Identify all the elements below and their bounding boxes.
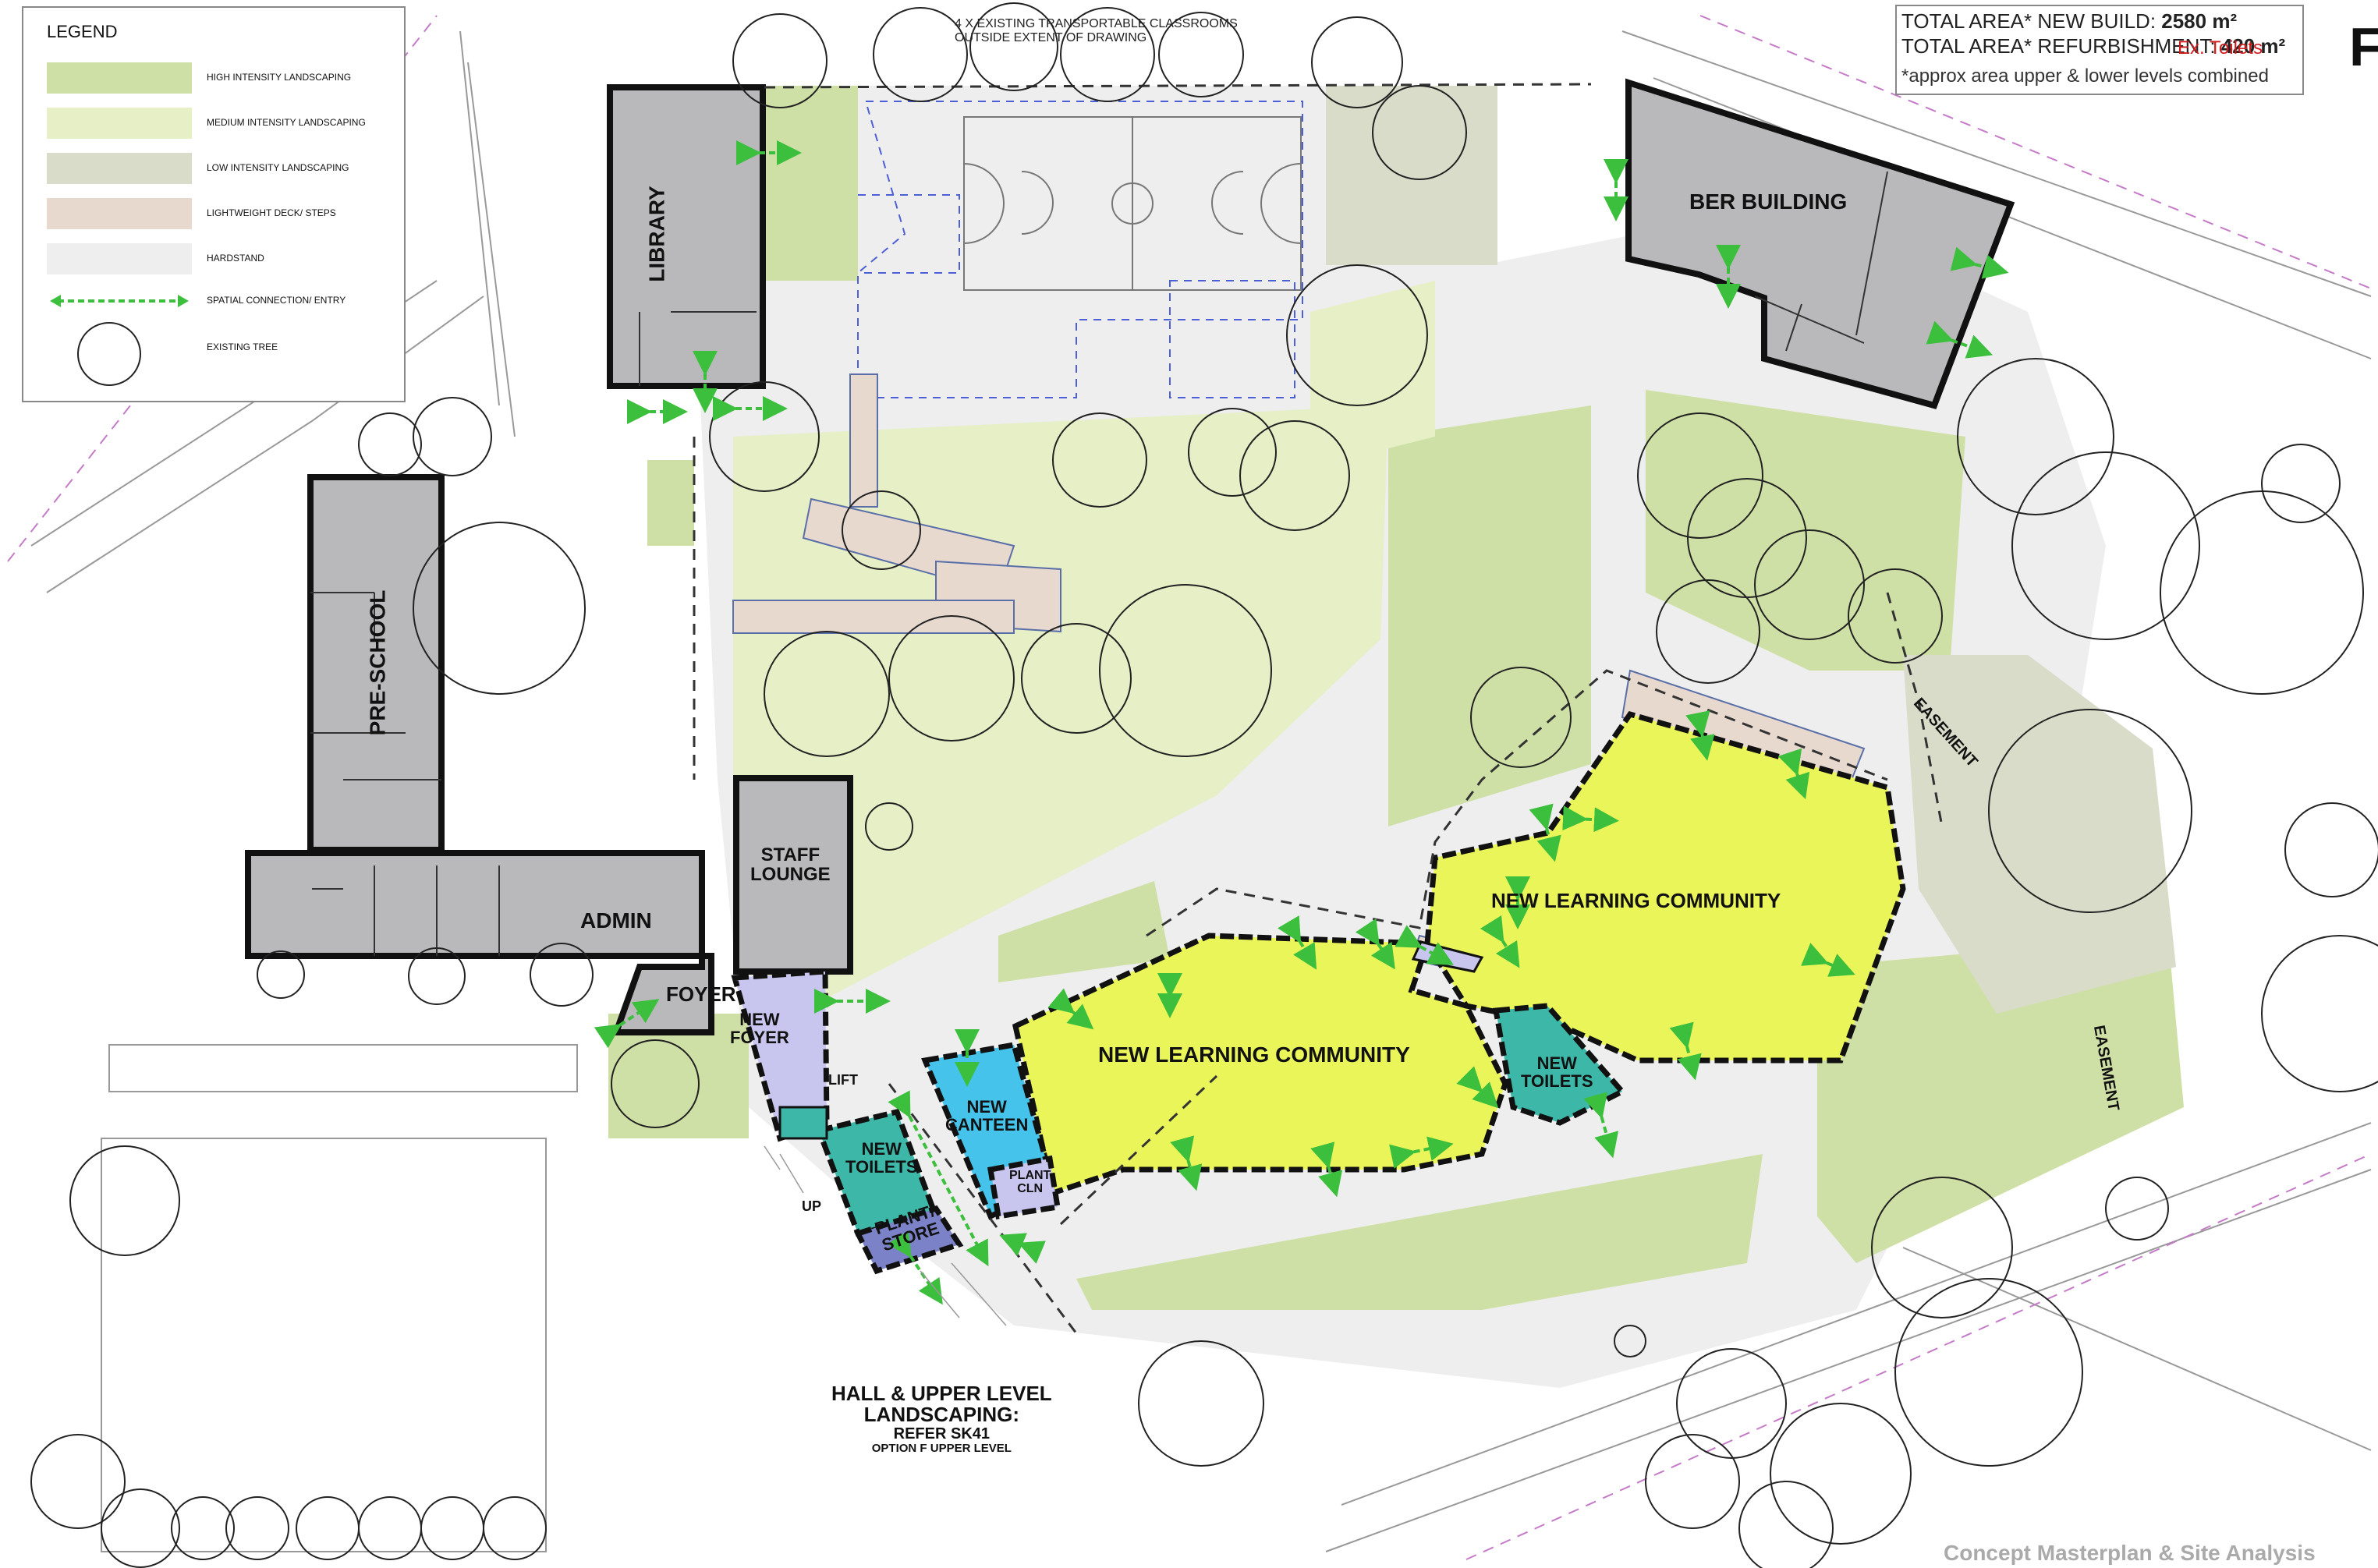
basketball-courts (963, 116, 1302, 291)
building-internal-walls (310, 171, 1888, 956)
area-line-new-build: TOTAL AREA* NEW BUILD: 2580 m² (1901, 9, 2238, 33)
legend-item-high-intensity: HIGH INTENSITY LANDSCAPING (47, 62, 390, 94)
legend-item-low-intensity: LOW INTENSITY LANDSCAPING (47, 153, 390, 184)
transportable-outlines (857, 101, 1303, 398)
ber-building (1625, 78, 2015, 409)
legend-title: LEGEND (47, 22, 118, 41)
label-pre-school: PRE-SCHOOL (365, 589, 390, 736)
label-admin: ADMIN (580, 908, 652, 933)
legend-label: EXISTING TREE (207, 342, 278, 352)
transportables-note: 4 X EXISTING TRANSPORTABLE CLASSROOMS OU… (955, 17, 1238, 44)
legend-swatch (47, 243, 192, 274)
area-line-refurbishment: TOTAL AREA* REFURBISHMENT: 420 m² (1901, 34, 2286, 58)
area-note: *approx area upper & lower levels combin… (1901, 65, 2269, 87)
legend-swatch (47, 153, 192, 184)
label-new-learning-community-east: NEW LEARNING COMMUNITY (1491, 889, 1781, 912)
spatial-connection-arrows (594, 140, 2009, 1305)
label-lift: LIFT (828, 1072, 858, 1088)
option-letter: F (2349, 16, 2378, 77)
area-overlap-text: Ex. Toilets (2178, 37, 2263, 58)
legend-label: LOW INTENSITY LANDSCAPING (207, 162, 349, 173)
stair-hatch (764, 1145, 1007, 1326)
legend-swatch (47, 108, 192, 139)
landscaping-areas (608, 86, 2184, 1310)
drawing-footer-title: Concept Masterplan & Site Analysis (1944, 1541, 2316, 1565)
tree-outline-icon (77, 322, 141, 386)
legend-item-hardstand: HARDSTAND (47, 243, 390, 274)
library-building (607, 84, 766, 389)
staff-lounge-building (733, 775, 853, 975)
label-hall-landscaping: HALL & UPPER LEVEL LANDSCAPING: REFER SK… (831, 1382, 1052, 1455)
label-ber-building: BER BUILDING (1689, 189, 1848, 214)
existing-trees (30, 2, 2378, 1568)
new-foyer (731, 968, 830, 1142)
legend-swatch (47, 198, 192, 229)
new-learning-community-east (1424, 710, 1906, 1064)
legend-item-medium-intensity: MEDIUM INTENSITY LANDSCAPING (47, 108, 390, 139)
legend-swatch (47, 62, 192, 94)
plant-cln (987, 1155, 1061, 1219)
legend-item-tree: EXISTING TREE (47, 320, 390, 390)
site-boundary-lines (30, 30, 2372, 1552)
legend-label: MEDIUM INTENSITY LANDSCAPING (207, 117, 366, 128)
label-up: UP (802, 1198, 822, 1214)
legend-item-connection: SPATIAL CONNECTION/ ENTRY (47, 285, 390, 317)
legend-label: HIGH INTENSITY LANDSCAPING (207, 72, 352, 83)
legend-panel: LEGEND HIGH INTENSITY LANDSCAPING MEDIUM… (22, 6, 406, 402)
area-summary-box: TOTAL AREA* NEW BUILD: 2580 m² TOTAL ARE… (1895, 5, 2304, 95)
admin-building (245, 850, 714, 1035)
legend-label: HARDSTAND (207, 253, 264, 264)
label-library: LIBRARY (644, 186, 669, 282)
new-learning-community-west (1012, 933, 1508, 1197)
double-arrow-icon (50, 295, 189, 307)
label-foyer: FOYER (666, 982, 736, 1006)
legend-label: SPATIAL CONNECTION/ ENTRY (207, 295, 346, 306)
label-new-learning-community-west: NEW LEARNING COMMUNITY (1098, 1042, 1410, 1067)
legend-item-deck: LIGHTWEIGHT DECK/ STEPS (47, 198, 390, 229)
legend-label: LIGHTWEIGHT DECK/ STEPS (207, 207, 336, 218)
